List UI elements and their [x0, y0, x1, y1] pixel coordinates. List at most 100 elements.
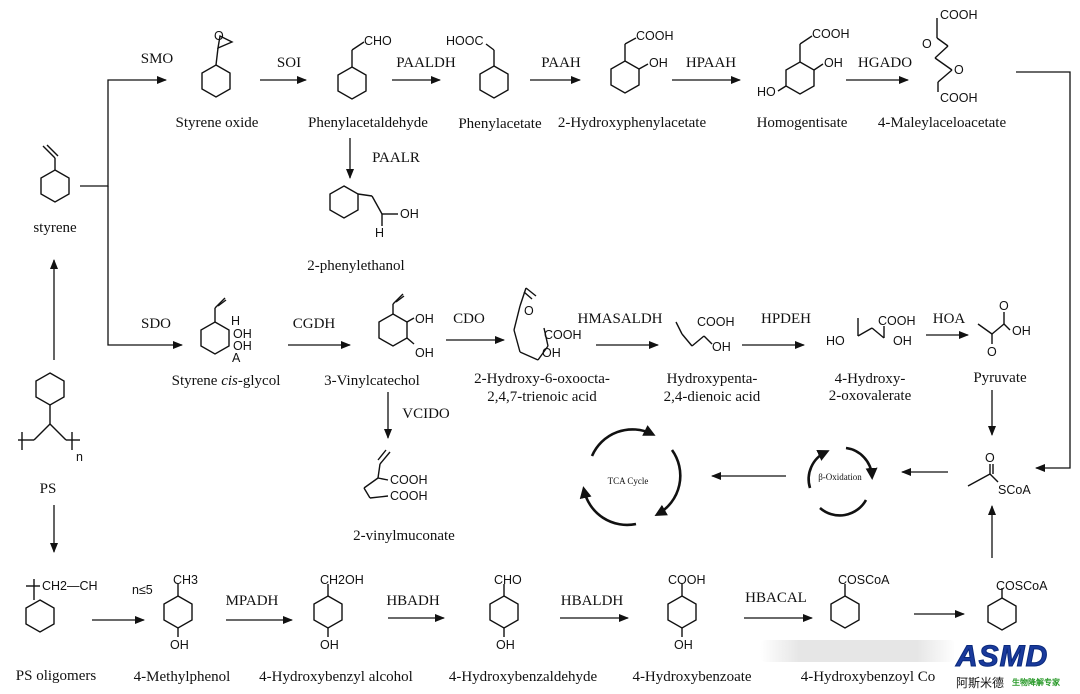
polystyrene-structure	[18, 372, 80, 450]
ps-oligomer-structure	[25, 579, 55, 633]
label-hydroxy-oxovalerate-2: 2-oxovalerate	[829, 388, 912, 404]
pyruvate-oxygen: O	[999, 299, 1009, 313]
blurred-region	[760, 640, 956, 662]
styrene-cis-glycol-structure	[200, 297, 230, 355]
tca-cycle-arrows	[579, 425, 682, 527]
label-styrene-cis-glycol: Styrene cis-glycol	[172, 373, 281, 389]
enzyme-smo: SMO	[141, 51, 174, 67]
coscoa-group: COSCoA	[996, 579, 1048, 593]
enzyme-hpdeh: HPDEH	[761, 311, 811, 327]
label-phenylacetate: Phenylacetate	[458, 116, 542, 132]
oh-group: OH	[233, 339, 252, 353]
scoa-group: SCoA	[998, 483, 1031, 497]
enzyme-sdo: SDO	[141, 316, 171, 332]
cooh-group: COOH	[697, 315, 735, 329]
ho-group: HO	[757, 85, 776, 99]
coscoa-group: COSCoA	[838, 573, 890, 587]
ch3-group: CH3	[173, 573, 198, 587]
homogentisate-structure	[777, 35, 824, 95]
logo-tagline: 生物降解专家	[1012, 678, 1060, 687]
enzyme-hgado: HGADO	[858, 55, 912, 71]
maleylacetoacetate-structure	[934, 18, 953, 92]
enzyme-hpaah: HPAAH	[686, 55, 736, 71]
cooh-group: COOH	[878, 314, 916, 328]
ho-group: HO	[826, 334, 845, 348]
enzyme-paalr: PAALR	[372, 150, 420, 166]
hydroxybenzoyl-coa-structure	[830, 584, 860, 629]
oh-group: OH	[1012, 324, 1031, 338]
label-hydroxypenta-2: 2,4-dienoic acid	[664, 389, 761, 405]
h-atom: H	[375, 226, 384, 240]
enzyme-hbaldh: HBALDH	[561, 593, 624, 609]
label-hb-alcohol: 4-Hydroxybenzyl alcohol	[259, 669, 413, 685]
repeat-n: n	[76, 450, 83, 464]
label-tca-cycle: TCA Cycle	[608, 476, 649, 486]
cooh-group: COOH	[812, 27, 850, 41]
oh-group: OH	[496, 638, 515, 652]
oh-group: OH	[712, 340, 731, 354]
label-ps: PS	[40, 481, 57, 497]
hydroxybenzoate-structure	[667, 584, 697, 637]
pathway-arrows	[50, 71, 1071, 624]
label-methylphenol: 4-Methylphenol	[134, 669, 231, 685]
keto-oxygen: O	[524, 304, 534, 318]
oxide-oxygen: O	[214, 29, 224, 43]
hydroxybenzyl-alcohol-structure	[313, 584, 343, 637]
a-atom: A	[232, 351, 241, 365]
label-hb-oate: 4-Hydroxybenzoate	[632, 669, 751, 685]
cooh-group: COOH	[940, 91, 978, 105]
label-beta-oxidation: β-Oxidation	[818, 472, 862, 482]
label-hydroxy-oxovalerate-1: 4-Hydroxy-	[835, 371, 906, 387]
cooh-group: COOH	[636, 29, 674, 43]
label-phenylethanol: 2-phenylethanol	[307, 258, 404, 274]
hydroxybenzaldehyde-structure	[489, 584, 519, 637]
cooh-group: COOH	[668, 573, 706, 587]
hydroxypentadienoic-structure	[675, 321, 713, 347]
vinylmuconate-structure	[363, 449, 391, 499]
cooh-group: COOH	[390, 473, 428, 487]
oligo-subscript: n≤5	[132, 583, 153, 597]
label-phenylacetaldehyde: Phenylacetaldehyde	[308, 115, 428, 131]
enzyme-paaldh: PAALDH	[396, 55, 456, 71]
enzyme-paah: PAAH	[541, 55, 581, 71]
label-hydroxy-oxoocta-2: 2,4,7-trienoic acid	[487, 389, 597, 405]
pyruvate-oxygen: O	[987, 345, 997, 359]
label-pyruvate: Pyruvate	[973, 370, 1027, 386]
oh-group: OH	[649, 56, 668, 70]
enzyme-cdo: CDO	[453, 311, 485, 327]
logo-wordmark: ASMD	[955, 640, 1049, 674]
styrene-structure	[40, 144, 70, 203]
label-hydroxy-oxoocta-1: 2-Hydroxy-6-oxoocta-	[474, 371, 610, 387]
asmd-logo: ASMD 阿斯米德 生物降解专家	[954, 640, 1078, 692]
methylphenol-structure	[163, 584, 193, 637]
hooc-group: HOOC	[446, 34, 484, 48]
pyruvate-structure	[977, 312, 1011, 344]
oh-group: OH	[233, 327, 252, 341]
enzyme-vcido: VCIDO	[402, 406, 450, 422]
benzoyl-coa-structure	[987, 588, 1017, 631]
logo-subtitle: 阿斯米德	[956, 676, 1005, 690]
hydroxyphenylacetate-structure	[610, 37, 649, 94]
enzyme-soi: SOI	[277, 55, 301, 71]
enzyme-hoa: HOA	[933, 311, 966, 327]
enzyme-hbacal: HBACAL	[745, 590, 807, 606]
beta-oxidation-arrows	[807, 446, 878, 517]
carbonyl-oxygen: O	[985, 451, 995, 465]
oligo-chain: CH2—CH	[42, 579, 98, 593]
phenylacetate-structure	[479, 43, 509, 99]
label-maleylaceloacetate: 4-Maleylaceloacetate	[878, 115, 1007, 131]
oh-group: OH	[415, 312, 434, 326]
enzyme-cgdh: CGDH	[293, 316, 336, 332]
styrene-oxide-structure	[201, 34, 234, 98]
keto-oxygen: O	[922, 37, 932, 51]
cho-group: CHO	[364, 34, 392, 48]
label-vinylcatechol: 3-Vinylcatechol	[324, 373, 420, 389]
hydroxy-oxovalerate-structure	[857, 318, 885, 339]
label-hb-coa: 4-Hydroxybenzoyl Co	[801, 669, 936, 685]
oh-group: OH	[893, 334, 912, 348]
cooh-group: COOH	[940, 8, 978, 22]
cooh-group: COOH	[544, 328, 582, 342]
enzyme-hmasaldh: HMASALDH	[577, 311, 662, 327]
ch2oh-group: CH2OH	[320, 573, 364, 587]
